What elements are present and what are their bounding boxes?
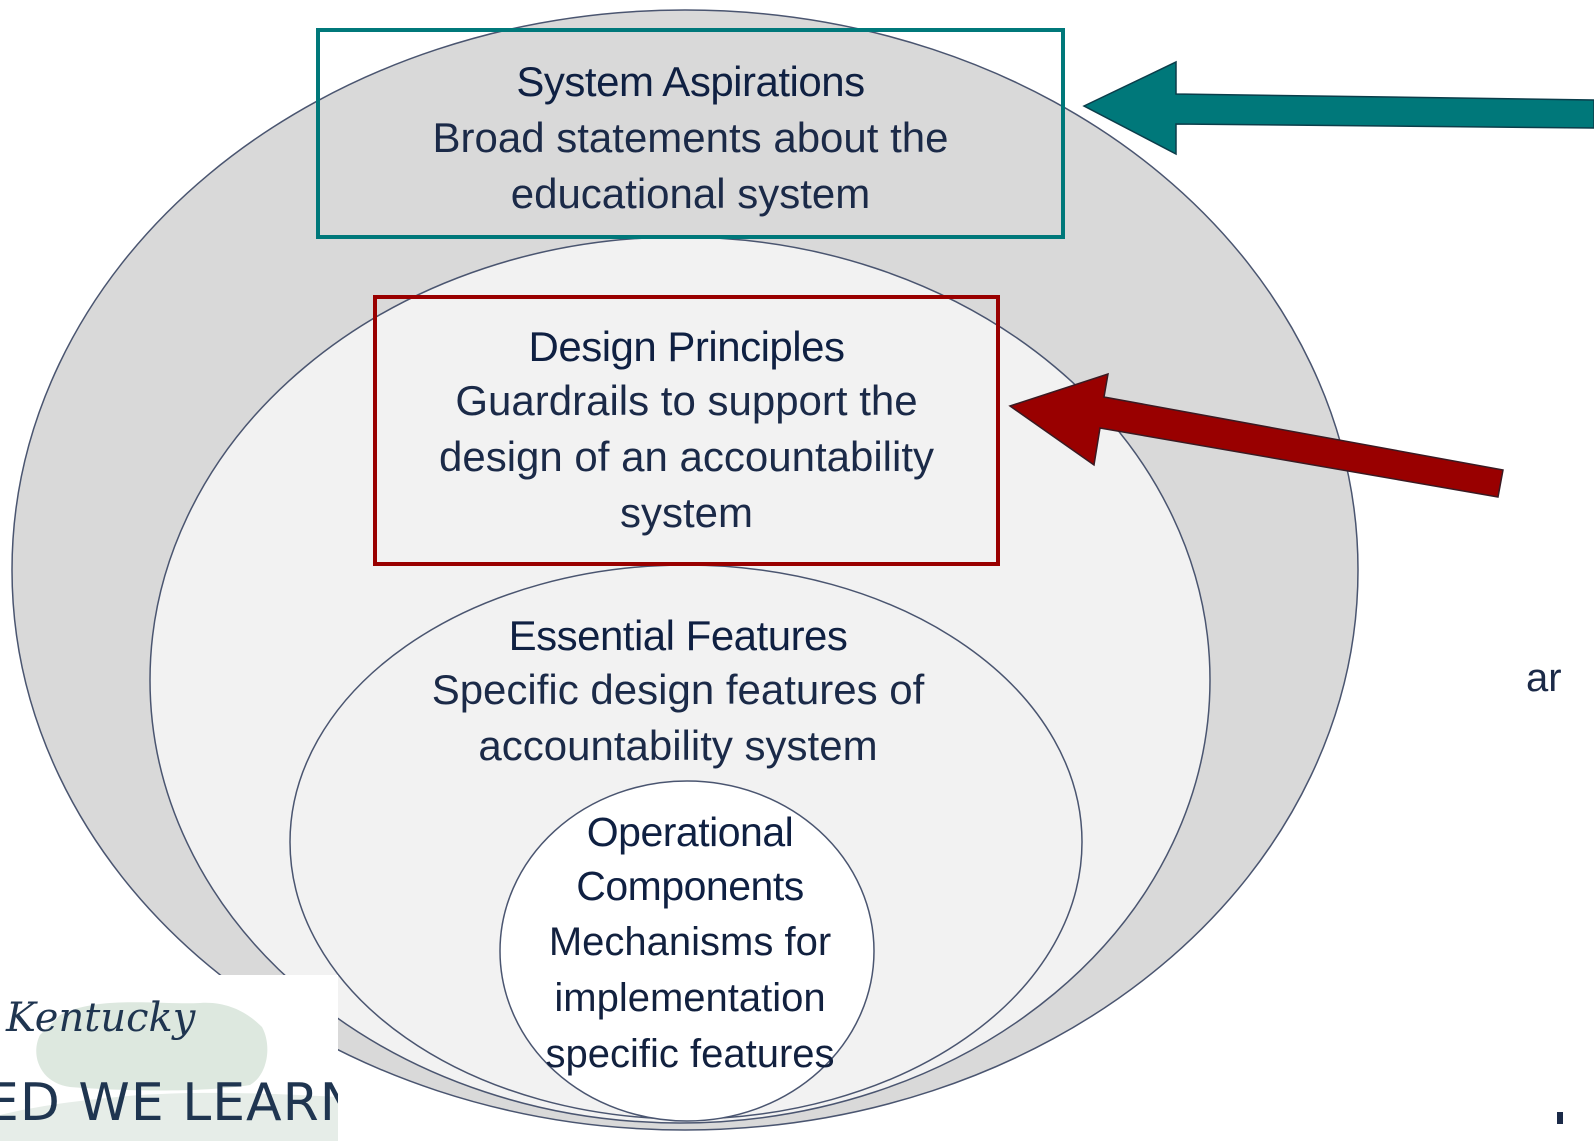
cropped-side-text: ar: [1526, 656, 1562, 700]
design-principles-desc-line1: Guardrails to support the: [455, 377, 918, 424]
red-arrow: [1008, 372, 1504, 498]
design-principles-title: Design Principles: [528, 323, 845, 370]
teal-arrow: [1082, 60, 1594, 156]
operational-components-title-line1: Operational: [586, 809, 794, 855]
operational-components-text: Operational Components Mechanisms for im…: [510, 806, 870, 1082]
operational-components-desc-line2: implementation: [554, 976, 826, 1020]
essential-features-desc-line1: Specific design features of: [431, 666, 925, 713]
design-principles-box: Design Principles Guardrails to support …: [373, 295, 1000, 566]
corner-mark: [1557, 1112, 1563, 1124]
kentucky-map-silhouette: [0, 1002, 338, 1141]
operational-components-desc-line1: Mechanisms for: [548, 920, 832, 964]
ellipse-operational-components: [499, 780, 875, 1122]
design-principles-desc-line2: design of an accountability: [439, 433, 934, 480]
operational-components-title-line2: Components: [576, 863, 804, 909]
system-aspirations-title: System Aspirations: [516, 58, 865, 105]
essential-features-text: Essential Features Specific design featu…: [378, 612, 978, 774]
design-principles-desc-line3: system: [619, 489, 753, 536]
system-aspirations-box: System Aspirations Broad statements abou…: [316, 28, 1065, 239]
system-aspirations-desc-line1: Broad statements about the: [432, 114, 949, 161]
essential-features-desc-line2: accountability system: [478, 722, 878, 769]
essential-features-title: Essential Features: [508, 612, 848, 659]
logo-wordmark: ED WE LEARN: [0, 1073, 338, 1133]
kentucky-logo: Kentucky ED WE LEARN: [0, 975, 338, 1141]
system-aspirations-desc-line2: educational system: [510, 170, 871, 217]
logo-script-text: Kentucky: [6, 995, 196, 1041]
operational-components-desc-line3: specific features: [545, 1032, 835, 1076]
